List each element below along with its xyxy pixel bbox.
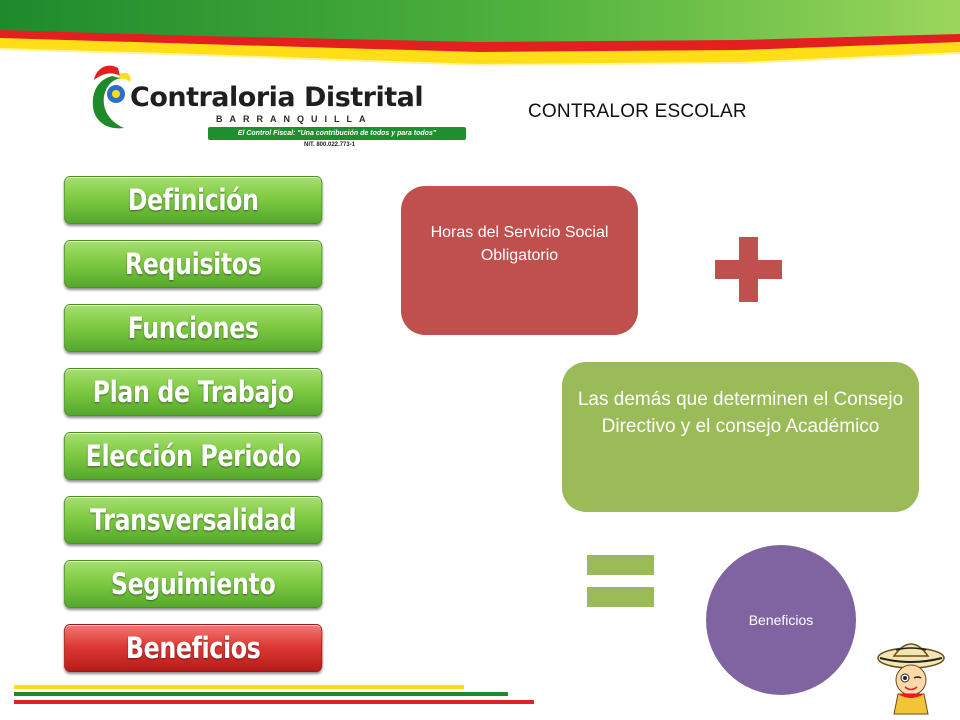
page-title: CONTRALOR ESCOLAR <box>528 101 747 122</box>
menu-item-eleccion-periodo[interactable]: Elección Periodo <box>64 432 323 480</box>
plus-icon <box>715 237 782 302</box>
menu-item-funciones[interactable]: Funciones <box>64 304 323 352</box>
box-horas-label: Horas del Servicio Social Obligatorio <box>430 223 609 264</box>
top-banner <box>0 0 960 74</box>
logo-city: BARRANQUILLA <box>216 114 373 124</box>
footer-stripes <box>14 685 534 704</box>
menu-item-definicion[interactable]: Definición <box>64 176 323 224</box>
menu-item-seguimiento[interactable]: Seguimiento <box>64 560 323 608</box>
box-horas-servicio-social: Horas del Servicio Social Obligatorio <box>401 186 638 335</box>
box-consejo-directivo: Las demás que determinen el Consejo Dire… <box>562 362 919 512</box>
equals-icon <box>587 555 654 607</box>
box-consejo-label: Las demás que determinen el Consejo Dire… <box>577 389 904 437</box>
contraloria-logo: Contraloria Distrital BARRANQUILLA El Co… <box>88 58 466 148</box>
menu-item-plan-de-trabajo[interactable]: Plan de Trabajo <box>64 368 323 416</box>
result-label: Beneficios <box>748 612 814 628</box>
menu-item-requisitos[interactable]: Requisitos <box>64 240 323 288</box>
result-circle-beneficios: Beneficios <box>706 545 856 695</box>
menu-item-transversalidad[interactable]: Transversalidad <box>64 496 323 544</box>
logo-bird-icon <box>92 65 131 129</box>
logo-name: Contraloria Distrital <box>130 82 424 113</box>
menu-item-beneficios[interactable]: Beneficios <box>64 624 323 672</box>
logo-slogan: El Control Fiscal: "Una contribución de … <box>208 127 466 140</box>
logo-nit: NIT. 800.022.773-1 <box>304 142 356 148</box>
mascot-icon <box>877 643 945 715</box>
